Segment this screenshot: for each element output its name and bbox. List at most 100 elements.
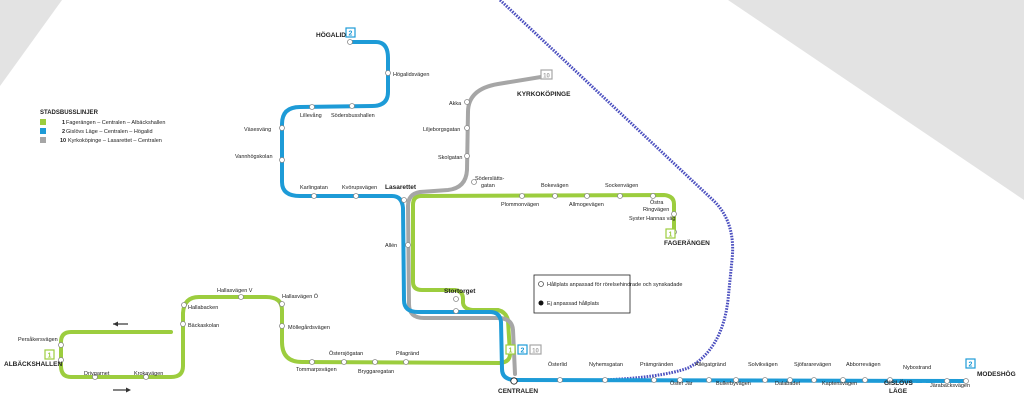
stop-stortorget — [453, 296, 459, 302]
label-vannhogskolan: Vannhögskolan — [235, 154, 273, 160]
stop-solvikvagen — [762, 377, 768, 383]
svg-text:1: 1 — [669, 231, 673, 238]
stop-vannhogskolan — [279, 157, 285, 163]
legend-item-1-number: 1 — [62, 120, 65, 126]
stop-vasesvang — [279, 125, 285, 131]
svg-text:2: 2 — [521, 347, 525, 354]
label-vasesvang: Väsesväng — [244, 127, 271, 133]
label-allmogevagen: Allmogevägen — [569, 202, 604, 208]
stop-soderslatts — [471, 179, 477, 185]
terminal-fagerangen: FAGERÄNGEN — [664, 239, 710, 247]
route-badge-10-kyrkokoping: 10 — [540, 69, 553, 80]
stop-hogalid — [347, 39, 353, 45]
stop-albackshallen — [58, 357, 64, 363]
terminal-modeshog: MODESHÖG — [977, 369, 1016, 378]
label-lasarettet: Lasarettet — [385, 184, 417, 191]
stop-hallasvagen-v — [238, 294, 244, 300]
label-liljeborgsgatan: Liljeborgsgatan — [423, 127, 460, 133]
stop-bryggaregatan — [372, 359, 378, 365]
corner-shape-top-left — [0, 0, 62, 86]
label-nybostrand: Nybostrand — [903, 365, 931, 371]
stop-osterlid — [557, 377, 563, 383]
terminal-kyrkokoping: KYRKOKÖPINGE — [517, 89, 571, 98]
stop-kaptensvagen — [840, 377, 846, 383]
stop-oster-jar — [677, 377, 683, 383]
label-plommonvagen: Plommonvägen — [501, 202, 539, 208]
label-ostra-2: Ringvägen — [643, 207, 669, 213]
route-badge-2-hogalid: 2 — [345, 27, 356, 38]
label-ostra-1: Östra — [650, 199, 664, 206]
label-bokevagen: Bokevägen — [541, 183, 569, 189]
stop-pilagrand — [403, 359, 409, 365]
label-akka: Akka — [449, 101, 462, 107]
stop-jarabackavagen — [944, 378, 950, 384]
label-bryggaregatan: Bryggaregatan — [358, 369, 394, 375]
stop-tommarpsvagen — [309, 359, 315, 365]
label-tommarpsvagen: Tommarpsvägen — [296, 367, 337, 373]
label-sockenvagen: Sockenvägen — [605, 183, 638, 189]
legend-item-10-number: 10 — [60, 138, 66, 144]
label-drivgarnet: Drivgarnet — [84, 371, 110, 377]
stop-akka — [464, 99, 470, 105]
stop-nyhemsgatan — [602, 377, 608, 383]
stop-ostra-ringvagen — [650, 193, 656, 199]
label-persakersvagen: Persåkersvägen — [18, 336, 58, 343]
stop-sjofararevagen — [811, 377, 817, 383]
stop-legend-not-accessible: Ej anpassad hållplats — [547, 300, 599, 307]
route-line-10 — [406, 74, 549, 376]
terminal-gislovs-lage-1: GISLÖVS — [884, 378, 914, 387]
stop-drivgarnet — [92, 374, 98, 380]
terminal-gislovs-lage-2: LÄGE — [889, 387, 908, 395]
label-skolgatan: Skolgatan — [438, 155, 462, 161]
terminal-hogalid: HÖGALID — [316, 30, 346, 39]
label-dalabadet: Dalabadet — [775, 381, 801, 387]
stop-karlingatan — [311, 193, 317, 199]
route-legend: STADSBUSSLINJER 1 Fagerängen – Centralen… — [40, 110, 165, 144]
stop-allen — [405, 242, 411, 248]
label-syster-hannas: Syster Hannas väg — [629, 216, 675, 222]
stop-hallabacken — [181, 302, 187, 308]
label-pramgranden: Prämgränden — [640, 362, 673, 368]
route-badge-2-modeshog: 2 — [965, 358, 976, 369]
direction-arrows — [113, 321, 131, 393]
label-soderslatts-2: gatan — [481, 183, 495, 189]
stop-bokevagen — [552, 193, 558, 199]
stop-markers — [58, 39, 969, 385]
stop-hallasvagen-o — [279, 301, 285, 307]
svg-text:10: 10 — [543, 73, 550, 79]
label-backaskolan: Bäckaskolan — [188, 323, 219, 329]
stop-persakersvagen — [58, 342, 64, 348]
stop-modeshog — [963, 378, 969, 384]
stop-krokavagen — [143, 374, 149, 380]
stop-allmogevagen — [584, 193, 590, 199]
stop-pramgranden — [651, 377, 657, 383]
label-allegatgrand: Allégatgränd — [695, 362, 726, 368]
label-hallasvagen-v: Hallasvägen V — [217, 288, 253, 294]
legend-title: STADSBUSSLINJER — [40, 110, 99, 116]
terminal-albackshallen: ALBÄCKSHALLEN — [4, 360, 62, 368]
stop-labels: Högalidsvägen Lillevång Södersbusshallen… — [18, 72, 970, 389]
label-bullerbyvagen: Bullerbyvägen — [716, 381, 751, 387]
label-oster-jar: Öster Jär — [670, 380, 693, 387]
svg-text:10: 10 — [532, 348, 539, 354]
svg-text:2: 2 — [349, 30, 353, 37]
label-solvikvagen: Solvikvägen — [748, 362, 778, 368]
stop-lillevang — [309, 104, 315, 110]
route-badge-1-albackshallen: 1 — [44, 349, 55, 360]
label-sjofararevagen: Sjöfararevägen — [794, 362, 831, 368]
stop-abborrevagen — [862, 377, 868, 383]
legend-item-10-text: Kyrkoköpinge – Lasarettet – Centralen — [68, 138, 162, 144]
stop-legend-box: Hållplats anpassad för rörelsehindrade o… — [533, 274, 682, 314]
label-soderslatts-1: Söderslätts- — [475, 176, 505, 182]
route-badge-1-fagerangen: 1 — [665, 228, 676, 239]
stop-plommonvagen — [519, 193, 525, 199]
label-pilagrand: Pilagränd — [396, 351, 419, 357]
label-korsvagen: Kvörupsvägen — [342, 185, 377, 191]
route-line-2 — [280, 40, 968, 383]
label-nyhemsgatan: Nyhemsgatan — [589, 362, 623, 368]
stop-liljeborgsgatan — [464, 125, 470, 131]
stop-stortorget-2 — [453, 308, 459, 314]
stop-legend-accessible: Hållplats anpassad för rörelsehindrade o… — [547, 281, 682, 288]
stop-bullerbyvagen — [733, 377, 739, 383]
